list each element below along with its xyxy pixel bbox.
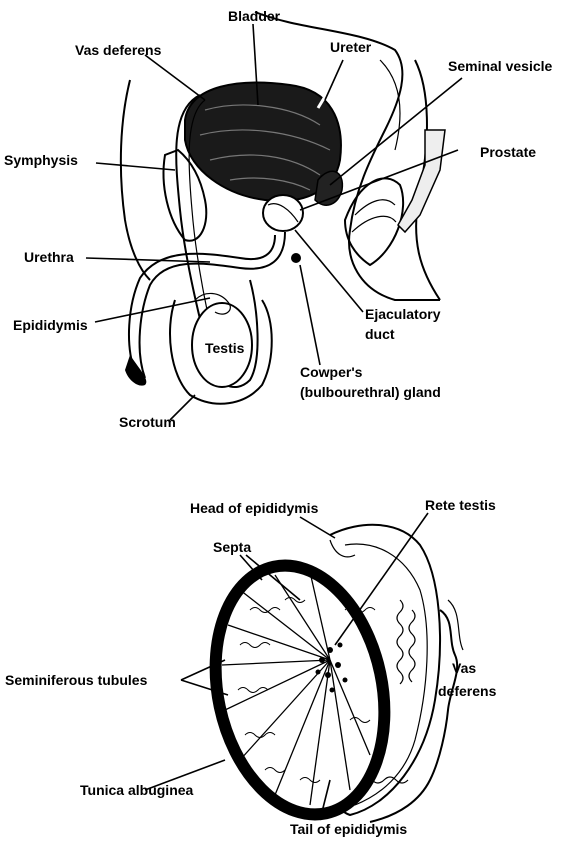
label-urethra: Urethra	[24, 249, 74, 265]
label-prostate: Prostate	[480, 144, 536, 160]
label-septa: Septa	[213, 539, 251, 555]
label-ejaculatory-duct-line1: Ejaculatory	[365, 306, 441, 322]
label-tunica-albuginea: Tunica albuginea	[80, 782, 194, 798]
label-ejaculatory-duct-line2: duct	[365, 326, 395, 342]
testis-cross-section	[194, 550, 407, 831]
label-tail-of-epididymis: Tail of epididymis	[290, 821, 407, 837]
sagittal-section-diagram: Bladder Vas deferens Ureter Seminal vesi…	[4, 8, 553, 430]
label-vas-deferens-lower-line2: deferens	[438, 683, 497, 699]
label-bladder: Bladder	[228, 8, 281, 24]
label-epididymis: Epididymis	[13, 317, 88, 333]
label-vas-deferens-lower-line1: Vas	[452, 660, 476, 676]
label-symphysis: Symphysis	[4, 152, 78, 168]
label-head-of-epididymis: Head of epididymis	[190, 500, 319, 516]
label-seminal-vesicle: Seminal vesicle	[448, 58, 553, 74]
label-scrotum: Scrotum	[119, 414, 176, 430]
label-testis: Testis	[205, 340, 245, 356]
label-cowpers-gland-line1: Cowper's	[300, 364, 363, 380]
testis-cross-section-diagram: Head of epididymis Rete testis Septa Sem…	[5, 497, 497, 837]
label-rete-testis: Rete testis	[425, 497, 496, 513]
label-cowpers-gland-line2: (bulbourethral) gland	[300, 384, 441, 400]
label-ureter: Ureter	[330, 39, 372, 55]
label-seminiferous-tubules: Seminiferous tubules	[5, 672, 148, 688]
label-vas-deferens: Vas deferens	[75, 42, 162, 58]
